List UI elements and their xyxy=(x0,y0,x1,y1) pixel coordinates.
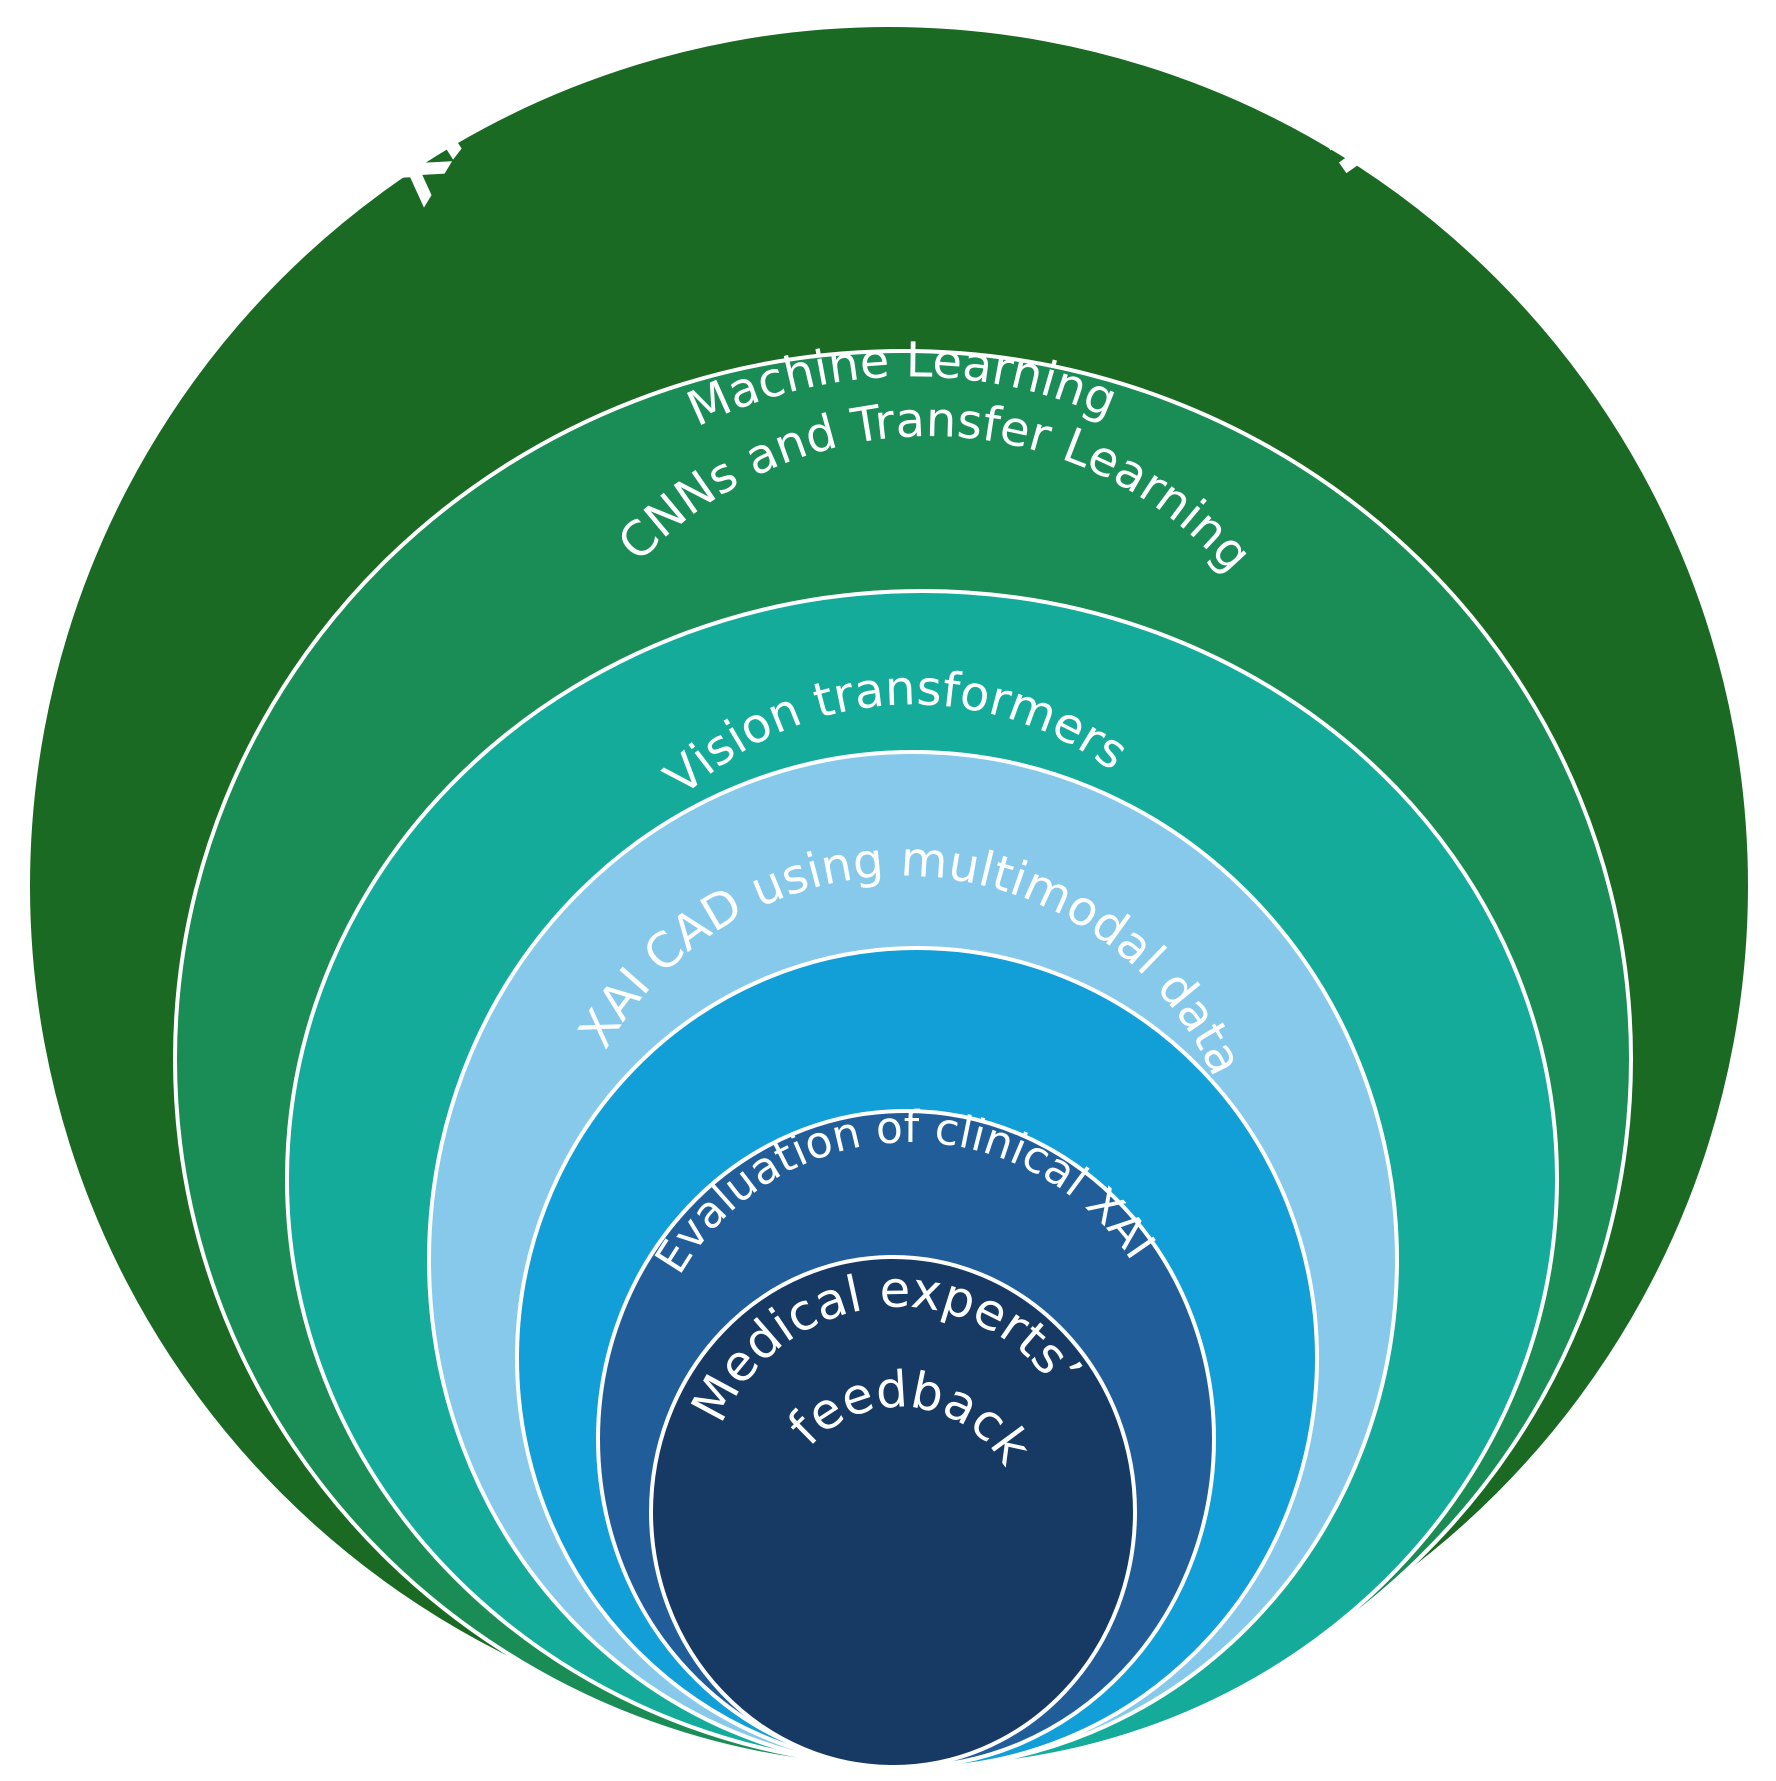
layer-medical-experts-feedback: Medical experts’ feedback xyxy=(649,1255,1137,1769)
layer-shape xyxy=(649,1255,1137,1769)
